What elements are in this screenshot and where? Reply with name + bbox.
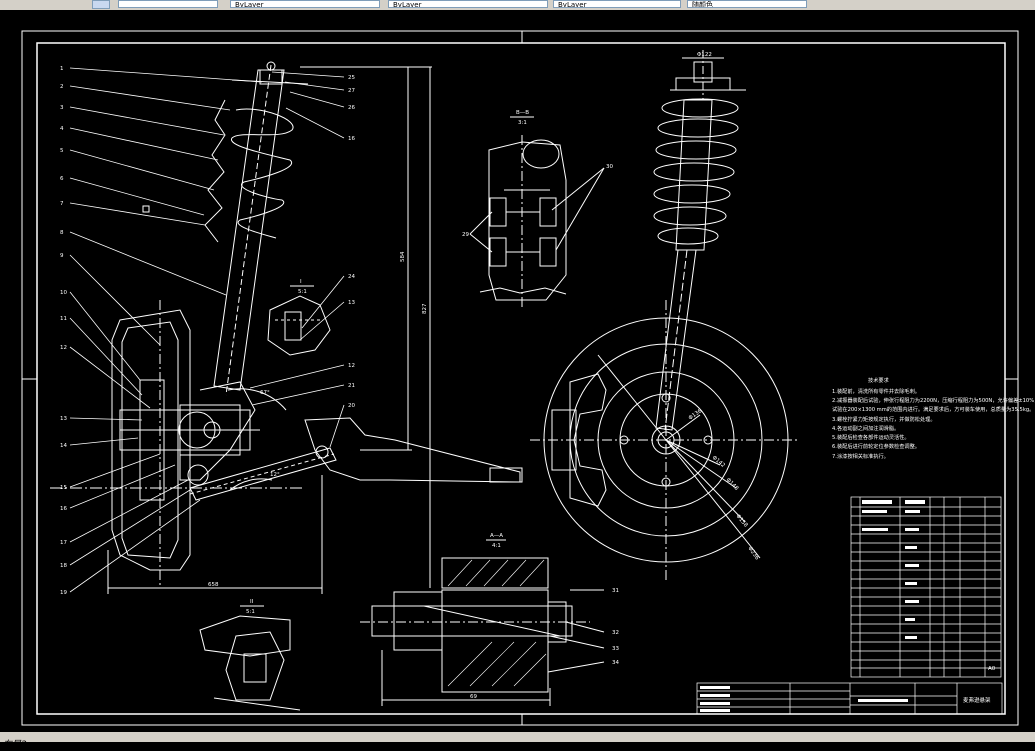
svg-text:15: 15: [60, 485, 67, 491]
callout-numbers-right: 25 27 26 16 24 13 12 21 20: [348, 75, 355, 409]
svg-text:1.装配前，清洗所有零件并去除毛刺。: 1.装配前，清洗所有零件并去除毛刺。: [832, 387, 920, 395]
svg-text:18: 18: [60, 563, 67, 569]
svg-text:16: 16: [348, 136, 355, 142]
svg-text:5:1: 5:1: [298, 289, 307, 295]
cad-drawing[interactable]: 1 2 3 4 5 6 7 8 9 10 11 12 13 14 15 16 1…: [0, 10, 1035, 732]
svg-text:9: 9: [60, 253, 64, 259]
svg-text:17: 17: [60, 540, 67, 546]
svg-text:Φ148: Φ148: [725, 477, 740, 492]
svg-text:12: 12: [348, 363, 355, 369]
detail-view-i: [267, 285, 331, 356]
svg-text:试验在200×1300 mm的范围内进行。满足要求后，方可装: 试验在200×1300 mm的范围内进行。满足要求后，方可装车使用，总质量为35…: [832, 405, 1034, 413]
svg-text:34: 34: [612, 660, 619, 666]
plotstyle-dropdown[interactable]: 随颜色: [687, 0, 807, 8]
svg-text:33: 33: [612, 646, 619, 652]
leader-lines-left: [69, 67, 263, 593]
svg-text:I: I: [300, 279, 302, 285]
svg-text:麦弗逊悬架: 麦弗逊悬架: [963, 696, 991, 704]
svg-text:20: 20: [348, 403, 355, 409]
svg-text:31: 31: [612, 588, 619, 594]
svg-text:Φ158: Φ158: [734, 513, 748, 529]
svg-text:26: 26: [348, 105, 355, 111]
svg-text:19: 19: [60, 590, 67, 596]
layout-tab-bar: 布局2: [0, 732, 1035, 750]
svg-text:14: 14: [60, 443, 67, 449]
svg-text:13: 13: [60, 416, 67, 422]
svg-text:4.各运动副之间加注润滑脂。: 4.各运动副之间加注润滑脂。: [832, 424, 899, 432]
svg-text:8: 8: [60, 230, 64, 236]
svg-text:A0: A0: [988, 666, 996, 672]
drawing-canvas[interactable]: 1 2 3 4 5 6 7 8 9 10 11 12 13 14 15 16 1…: [0, 10, 1035, 732]
title-block: [696, 682, 1003, 715]
svg-text:12: 12: [60, 345, 67, 351]
lineweight-dropdown[interactable]: ByLayer: [553, 0, 681, 8]
svg-text:4: 4: [60, 126, 64, 132]
svg-text:5: 5: [60, 148, 64, 154]
view-titles: B—B 3:1 I 5:1 II 5:1 A—A 4:1 29 30 31 32…: [246, 110, 619, 666]
dimension-labels: 584 827 658 69 Φ122 67° 12° Φ136 Φ142 Φ1…: [208, 52, 760, 700]
svg-text:32: 32: [612, 630, 619, 636]
callout-numbers-left: 1 2 3 4 5 6 7 8 9 10 11 12 13 14 15 16 1…: [60, 66, 67, 596]
main-assembly-view: [50, 61, 523, 594]
svg-text:5.装配后检查各部件运动灵活性。: 5.装配后检查各部件运动灵活性。: [832, 433, 910, 441]
svg-text:27: 27: [348, 88, 355, 94]
outer-frame: [21, 30, 1019, 726]
svg-text:6: 6: [60, 176, 64, 182]
svg-text:3: 3: [60, 105, 64, 111]
title-block-text: 麦弗逊悬架 A0: [963, 666, 996, 704]
svg-text:2: 2: [60, 84, 64, 90]
svg-text:25: 25: [348, 75, 355, 81]
svg-text:Φ236: Φ236: [746, 546, 760, 562]
svg-text:658: 658: [208, 582, 219, 588]
svg-text:13: 13: [348, 300, 355, 306]
section-bb-view: [469, 116, 605, 310]
section-aa-view: [360, 539, 605, 706]
hatching-aa: [447, 559, 547, 687]
svg-text:67°: 67°: [260, 390, 270, 396]
svg-text:7.涂漆按相关标准执行。: 7.涂漆按相关标准执行。: [832, 452, 889, 460]
svg-text:2.减振器装配后试验，伸张行程阻力为2200N，压缩行程阻力: 2.减振器装配后试验，伸张行程阻力为2200N，压缩行程阻力为500N，允许偏差…: [832, 396, 1035, 404]
color-swatch-icon[interactable]: [92, 0, 110, 9]
svg-text:6.装配后进行前轮定位参数检查调整。: 6.装配后进行前轮定位参数检查调整。: [832, 442, 920, 450]
svg-text:30: 30: [606, 164, 613, 170]
svg-text:3:1: 3:1: [518, 120, 527, 126]
side-view-strut: [530, 50, 800, 580]
svg-text:827: 827: [422, 303, 428, 314]
svg-text:1: 1: [60, 66, 64, 72]
table-cell-text-marks: [700, 500, 925, 712]
detail-view-ii: [199, 605, 301, 711]
svg-text:16: 16: [60, 506, 67, 512]
svg-text:3.螺栓拧紧力矩按规定执行，并做防松处理。: 3.螺栓拧紧力矩按规定执行，并做防松处理。: [832, 415, 936, 423]
technical-notes: 技术要求 1.装配前，清洗所有零件并去除毛刺。 2.减振器装配后试验，伸张行程阻…: [832, 376, 1035, 460]
svg-text:Φ122: Φ122: [697, 52, 712, 58]
layer-dropdown[interactable]: [118, 0, 218, 8]
color-dropdown[interactable]: ByLayer: [230, 0, 380, 8]
svg-text:584: 584: [400, 251, 406, 262]
svg-text:21: 21: [348, 383, 355, 389]
svg-text:10: 10: [60, 290, 67, 296]
svg-text:技术要求: 技术要求: [868, 376, 890, 384]
svg-text:II: II: [250, 599, 254, 605]
svg-text:12°: 12°: [270, 472, 280, 478]
svg-text:29: 29: [462, 232, 469, 238]
svg-text:7: 7: [60, 201, 64, 207]
svg-text:69: 69: [470, 694, 477, 700]
svg-text:A—A: A—A: [490, 533, 503, 539]
svg-text:4:1: 4:1: [492, 543, 501, 549]
parts-list-table: [850, 496, 1002, 678]
svg-text:5:1: 5:1: [246, 609, 255, 615]
svg-text:B—B: B—B: [516, 110, 529, 116]
svg-text:24: 24: [348, 274, 355, 280]
linetype-dropdown[interactable]: ByLayer: [388, 0, 548, 8]
leader-lines-right: [249, 71, 345, 448]
svg-text:11: 11: [60, 316, 67, 322]
